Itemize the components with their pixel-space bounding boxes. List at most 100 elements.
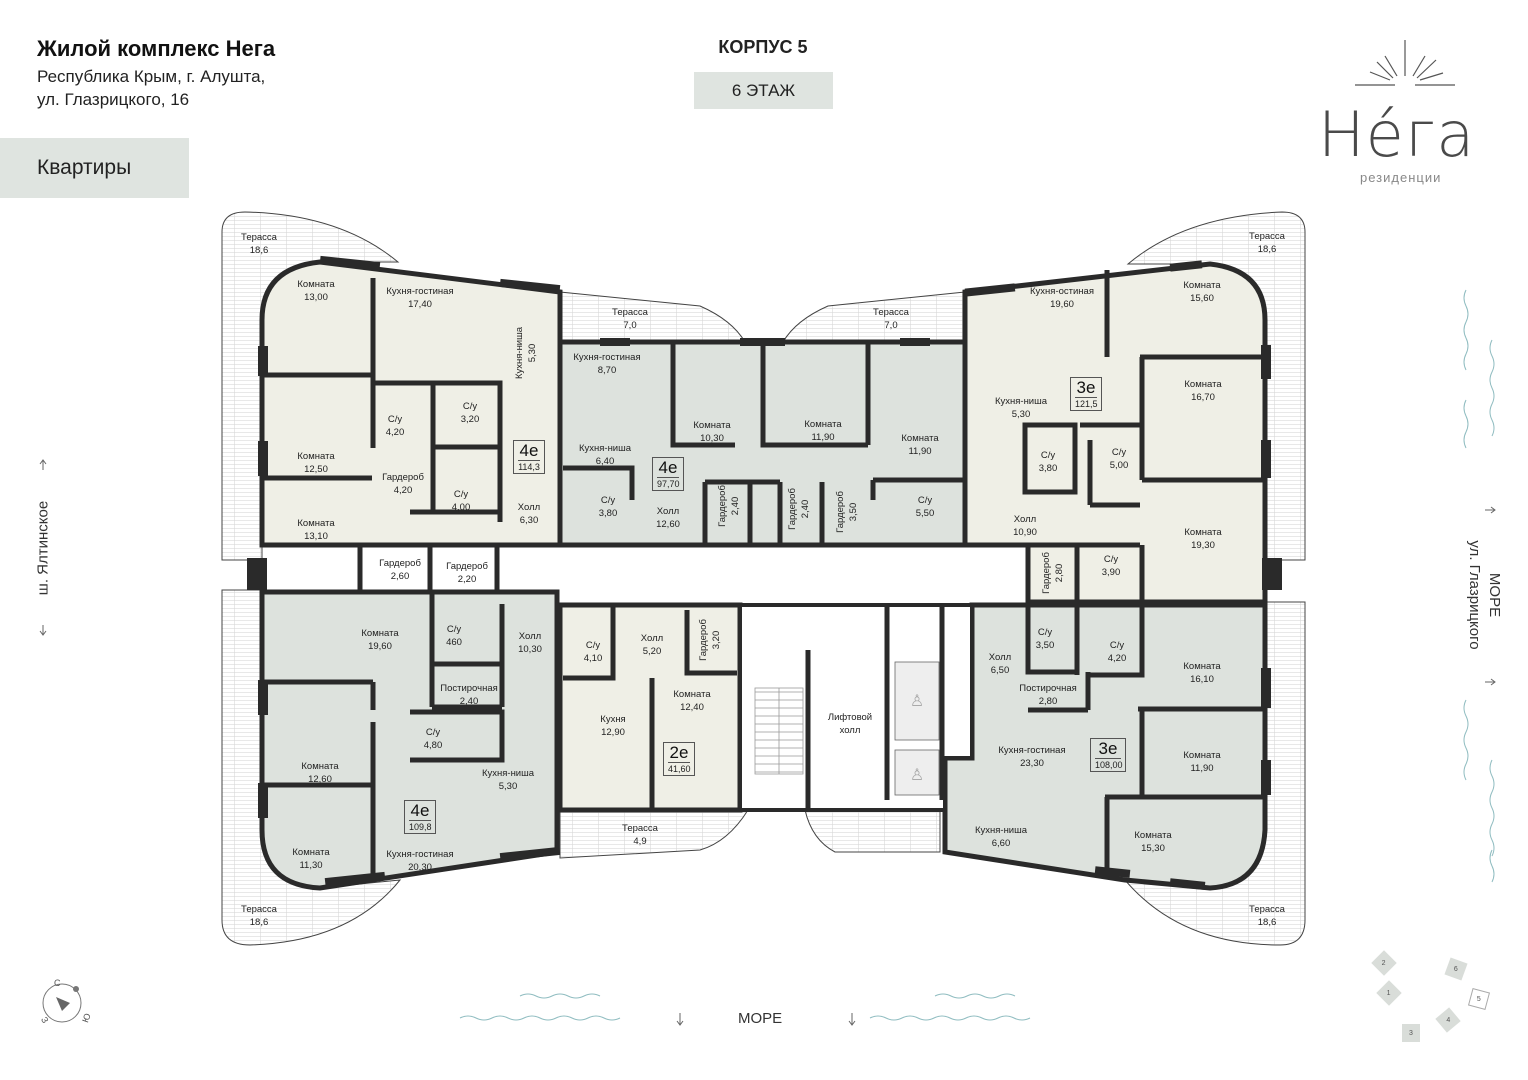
room-area: 2,80: [1054, 563, 1065, 583]
section-number: 4: [1446, 1016, 1450, 1024]
building-label: КОРПУС 5: [718, 37, 808, 57]
room-area: 5,00: [1109, 460, 1129, 471]
apartment-area: 97,70: [657, 477, 680, 489]
section-3-button[interactable]: 3: [1402, 1024, 1420, 1042]
apartment-4e-109: [259, 589, 560, 891]
room-area: 19,30: [1191, 540, 1215, 551]
room-area: 4,20: [385, 427, 405, 438]
section-number: 2: [1382, 959, 1386, 967]
apartment-area: 114,3: [518, 460, 540, 472]
apartment-type: 2е: [669, 743, 689, 762]
room-label: С/у 4,20: [386, 413, 405, 439]
room-area: 18,6: [1257, 917, 1277, 928]
room-name: С/у: [1111, 447, 1127, 458]
logo-wordmark: Нéга: [1318, 98, 1476, 171]
room-area: 2,20: [457, 574, 477, 585]
apartment-type: 4е: [410, 801, 430, 820]
room-area: 11,30: [299, 860, 323, 871]
room-area: 15,60: [1190, 293, 1214, 304]
room-name: Кухня-гостиная: [386, 849, 454, 860]
room-area: 17,40: [408, 299, 432, 310]
room-name: Гардероб: [446, 561, 488, 572]
room-area: 2,40: [459, 696, 479, 707]
room-area: 460: [446, 637, 462, 648]
room-area: 10,30: [700, 433, 724, 444]
room-area: 6,30: [519, 515, 539, 526]
room-name: Комната: [1183, 750, 1221, 761]
room-area: 6,40: [595, 456, 615, 467]
room-area: 3,80: [598, 508, 618, 519]
room-area: 4,10: [583, 653, 603, 664]
room-name: Комната: [297, 518, 335, 529]
room-name: Комната: [361, 628, 399, 639]
room-name: Комната: [901, 433, 939, 444]
address-line-2: ул. Глазрицкого, 16: [37, 90, 190, 109]
room-name: Кухня-ниша: [974, 825, 1028, 836]
room-area: 5,30: [1011, 409, 1031, 420]
room-name: С/у: [917, 495, 933, 506]
room-name: Комната: [1183, 280, 1221, 291]
room-name: Комната: [804, 419, 842, 430]
room-label: С/у 4,10: [584, 639, 603, 665]
floor-selector[interactable]: 6 ЭТАЖ: [694, 72, 833, 109]
room-name: С/у: [462, 401, 478, 412]
direction-arrows: [39, 459, 1496, 1026]
room-name: С/у: [387, 414, 403, 425]
room-name: Гардероб: [787, 488, 798, 530]
room-area: 20,30: [408, 862, 432, 873]
room-area: 4,20: [393, 485, 413, 496]
room-name: Терасса: [241, 232, 277, 243]
room-name: Терасса: [612, 307, 648, 318]
room-name: С/у: [1109, 640, 1125, 651]
compass-icon: [42, 983, 82, 1023]
room-name: С/у: [1103, 554, 1119, 565]
apartments-tab[interactable]: Квартиры: [0, 138, 189, 198]
room-area: 7,0: [623, 320, 637, 331]
room-area: 3,90: [1101, 567, 1121, 578]
room-name: С/у: [585, 640, 601, 651]
room-area: 3,20: [460, 414, 480, 425]
address-line-1: Республика Крым, г. Алушта,: [37, 67, 266, 86]
room-name: С/у: [1037, 627, 1053, 638]
room-area: 10,30: [518, 644, 542, 655]
room-name: Гардероб: [379, 558, 421, 569]
room-label: С/у 3,20: [461, 400, 480, 426]
room-label: Гардероб 2,20: [446, 560, 488, 586]
sea-waves: [459, 289, 1495, 1021]
room-name: С/у: [446, 624, 462, 635]
